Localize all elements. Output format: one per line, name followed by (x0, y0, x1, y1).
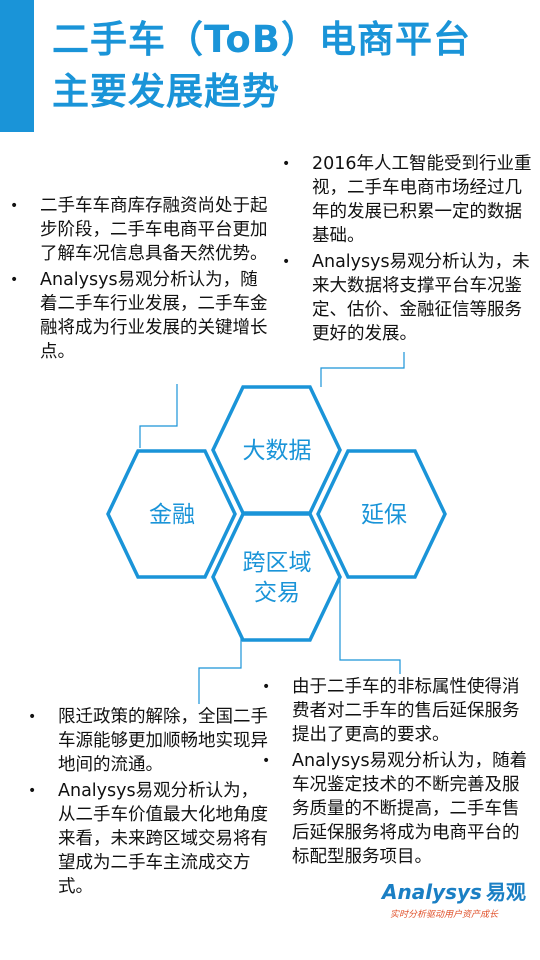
page-title: 二手车（ToB）电商平台 主要发展趋势 (52, 14, 532, 118)
list-item-text: Analysys易观分析认为，未来大数据将支撑平台车况鉴定、估价、金融征信等服务… (312, 252, 530, 344)
bullet-marker: • (282, 254, 291, 270)
bullet-marker: • (262, 679, 271, 695)
hexagon-cross-region-trade (211, 512, 342, 642)
text-block-finance: • 二手车车商库存融资尚处于起步阶段，二手车电商平台更加了解车况信息具备天然优势。… (10, 194, 272, 366)
list-item-text: Analysys易观分析认为，从二手车价值最大化地角度来看，未来跨区域交易将有望… (58, 781, 268, 897)
connector-top-right (320, 352, 405, 387)
hexagon-label-cross-region-line-2: 交易 (254, 580, 300, 606)
bullet-marker: • (10, 198, 19, 214)
list-item: • 由于二手车的非标属性使得消费者对二手车的售后延保服务提出了更高的要求。 (262, 675, 534, 747)
list-item-text: Analysys易观分析认为，随着车况鉴定技术的不断完善及服务质量的不断提高，二… (292, 751, 528, 867)
list-item-text: 由于二手车的非标属性使得消费者对二手车的售后延保服务提出了更高的要求。 (292, 677, 520, 745)
list-item-text: 限迁政策的解除，全国二手车源能够更加顺畅地实现异地间的流通。 (58, 707, 268, 775)
text-block-big-data: • 2016年人工智能受到行业重视，二手车电商市场经过几年的发展已积累一定的数据基… (282, 152, 532, 348)
list-item: • Analysys易观分析认为，未来大数据将支撑平台车况鉴定、估价、金融征信等服… (282, 250, 532, 346)
bullet-marker: • (28, 709, 37, 725)
list-item: • Analysys易观分析认为，随着二手车行业发展，二手车金融将成为行业发展的关… (10, 268, 272, 364)
page-title-line-2: 主要发展趋势 (52, 70, 280, 113)
hexagon-label-extended-warranty: 延保 (361, 502, 407, 528)
title-accent-bar (0, 0, 34, 132)
hexagon-extended-warranty (316, 449, 447, 579)
logo-latin: Analysys (382, 880, 482, 904)
list-item: • 二手车车商库存融资尚处于起步阶段，二手车电商平台更加了解车况信息具备天然优势。 (10, 194, 272, 266)
connector-top-left (139, 384, 178, 448)
connector-bottom-right (339, 580, 401, 674)
hexagon-label-cross-region-line-1: 跨区域 (243, 550, 312, 576)
connector-bottom-left (198, 638, 242, 704)
list-item: • Analysys易观分析认为，随着车况鉴定技术的不断完善及服务质量的不断提高，… (262, 749, 534, 869)
hexagon-finance (106, 449, 237, 579)
list-item-text: 2016年人工智能受到行业重视，二手车电商市场经过几年的发展已积累一定的数据基础… (312, 154, 532, 246)
bullet-marker: • (28, 783, 37, 799)
text-block-extended-warranty: • 由于二手车的非标属性使得消费者对二手车的售后延保服务提出了更高的要求。 • An… (262, 675, 534, 871)
hexagon-label-big-data: 大数据 (243, 438, 312, 464)
logo-tagline: 实时分析驱动用户资产成长 (390, 910, 499, 920)
list-item-text: 二手车车商库存融资尚处于起步阶段，二手车电商平台更加了解车况信息具备天然优势。 (40, 196, 268, 264)
list-item: • Analysys易观分析认为，从二手车价值最大化地角度来看，未来跨区域交易将有… (28, 779, 268, 899)
logo-chinese: 易观 (485, 880, 526, 904)
hexagon-label-finance: 金融 (149, 502, 195, 528)
list-item: •限迁政策的解除，全国二手车源能够更加顺畅地实现异地间的流通。 (28, 705, 268, 777)
list-item: • 2016年人工智能受到行业重视，二手车电商市场经过几年的发展已积累一定的数据基… (282, 152, 532, 248)
text-block-cross-region: •限迁政策的解除，全国二手车源能够更加顺畅地实现异地间的流通。 •Analysy… (28, 705, 268, 901)
page-title-line-1: 二手车（ToB）电商平台 (52, 18, 471, 61)
bullet-marker: • (10, 272, 19, 288)
bullet-marker: • (262, 753, 271, 769)
list-item-text: Analysys易观分析认为，随着二手车行业发展，二手车金融将成为行业发展的关键… (40, 270, 268, 362)
bullet-marker: • (282, 156, 291, 172)
